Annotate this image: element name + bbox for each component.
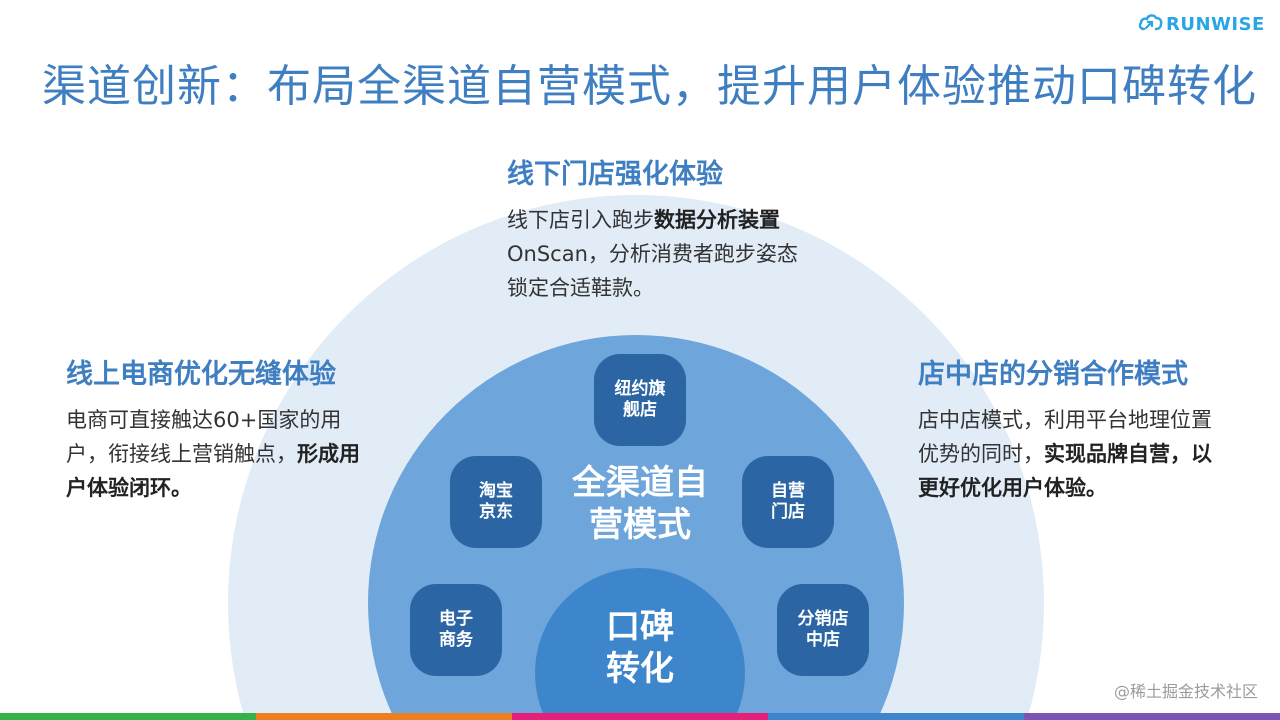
bar-segment-blue <box>768 713 1024 720</box>
tile-label: 电子 <box>439 609 473 629</box>
bar-segment-orange <box>256 713 512 720</box>
cloud-logo-icon <box>1138 12 1164 36</box>
bottom-color-bar <box>0 713 1280 720</box>
logo-text: RUNWISE <box>1166 13 1265 35</box>
body-text: 线下店引入跑步 <box>507 208 654 232</box>
bar-segment-purple <box>1024 713 1280 720</box>
body-text: 电商可直接触达60+国家的用户，衔接线上营销触点， <box>66 408 342 466</box>
tile-distribution-shop: 分销店中店 <box>777 584 869 676</box>
tile-label: 纽约旗 <box>614 379 666 399</box>
body-text: 店中店模式，利用平台地理位置优势的同时， <box>918 408 1212 466</box>
inner-label-line: 转化 <box>606 649 674 689</box>
tile-ecommerce: 电子商务 <box>410 584 502 676</box>
tile-label: 自营 <box>771 481 805 501</box>
section-body: 电商可直接触达60+国家的用户，衔接线上营销触点，形成用户体验闭环。 <box>66 403 366 505</box>
tile-label: 中店 <box>806 630 840 650</box>
tile-label: 商务 <box>439 630 473 650</box>
body-text-bold: 实现品牌自营，以更好优化用户体验。 <box>918 442 1212 500</box>
tile-self-stores: 自营门店 <box>742 456 834 548</box>
bar-segment-green <box>0 713 256 720</box>
tile-taobao-jd: 淘宝京东 <box>450 456 542 548</box>
tile-label: 分销店 <box>797 609 849 629</box>
tile-ny-flagship: 纽约旗舰店 <box>594 354 686 446</box>
section-shop-in-shop: 店中店的分销合作模式 店中店模式，利用平台地理位置优势的同时，实现品牌自营，以更… <box>918 352 1228 505</box>
body-text-bold: 数据分析装置 <box>654 208 780 232</box>
page-title: 渠道创新：布局全渠道自营模式，提升用户体验推动口碑转化 <box>42 61 1257 112</box>
tile-label: 门店 <box>771 502 805 522</box>
bar-segment-pink <box>512 713 768 720</box>
logo: RUNWISE <box>1138 12 1265 36</box>
section-heading: 线上电商优化无缝体验 <box>66 359 336 390</box>
section-online-ecommerce: 线上电商优化无缝体验 电商可直接触达60+国家的用户，衔接线上营销触点，形成用户… <box>66 352 366 505</box>
section-heading: 店中店的分销合作模式 <box>918 359 1188 390</box>
section-heading: 线下门店强化体验 <box>507 159 723 190</box>
section-offline-stores: 线下门店强化体验 线下店引入跑步数据分析装置 OnScan，分析消费者跑步姿态锁定… <box>507 152 807 305</box>
section-body: 线下店引入跑步数据分析装置 OnScan，分析消费者跑步姿态锁定合适鞋款。 <box>507 203 807 305</box>
body-text: OnScan，分析消费者跑步姿态锁定合适鞋款。 <box>507 242 798 300</box>
center-label-line: 营模式 <box>589 505 691 545</box>
tile-label: 舰店 <box>623 400 657 420</box>
center-label-line: 全渠道自 <box>572 463 708 503</box>
omnichannel-label: 全渠道自 营模式 <box>540 462 740 546</box>
watermark: @稀土掘金技术社区 <box>1113 682 1258 701</box>
tile-label: 淘宝 <box>479 481 513 501</box>
section-body: 店中店模式，利用平台地理位置优势的同时，实现品牌自营，以更好优化用户体验。 <box>918 403 1228 505</box>
inner-label-line: 口碑 <box>606 607 674 647</box>
tile-label: 京东 <box>479 502 513 522</box>
body-text-bold: 形成用户体验闭环。 <box>66 442 360 500</box>
word-of-mouth-label: 口碑 转化 <box>560 606 720 690</box>
